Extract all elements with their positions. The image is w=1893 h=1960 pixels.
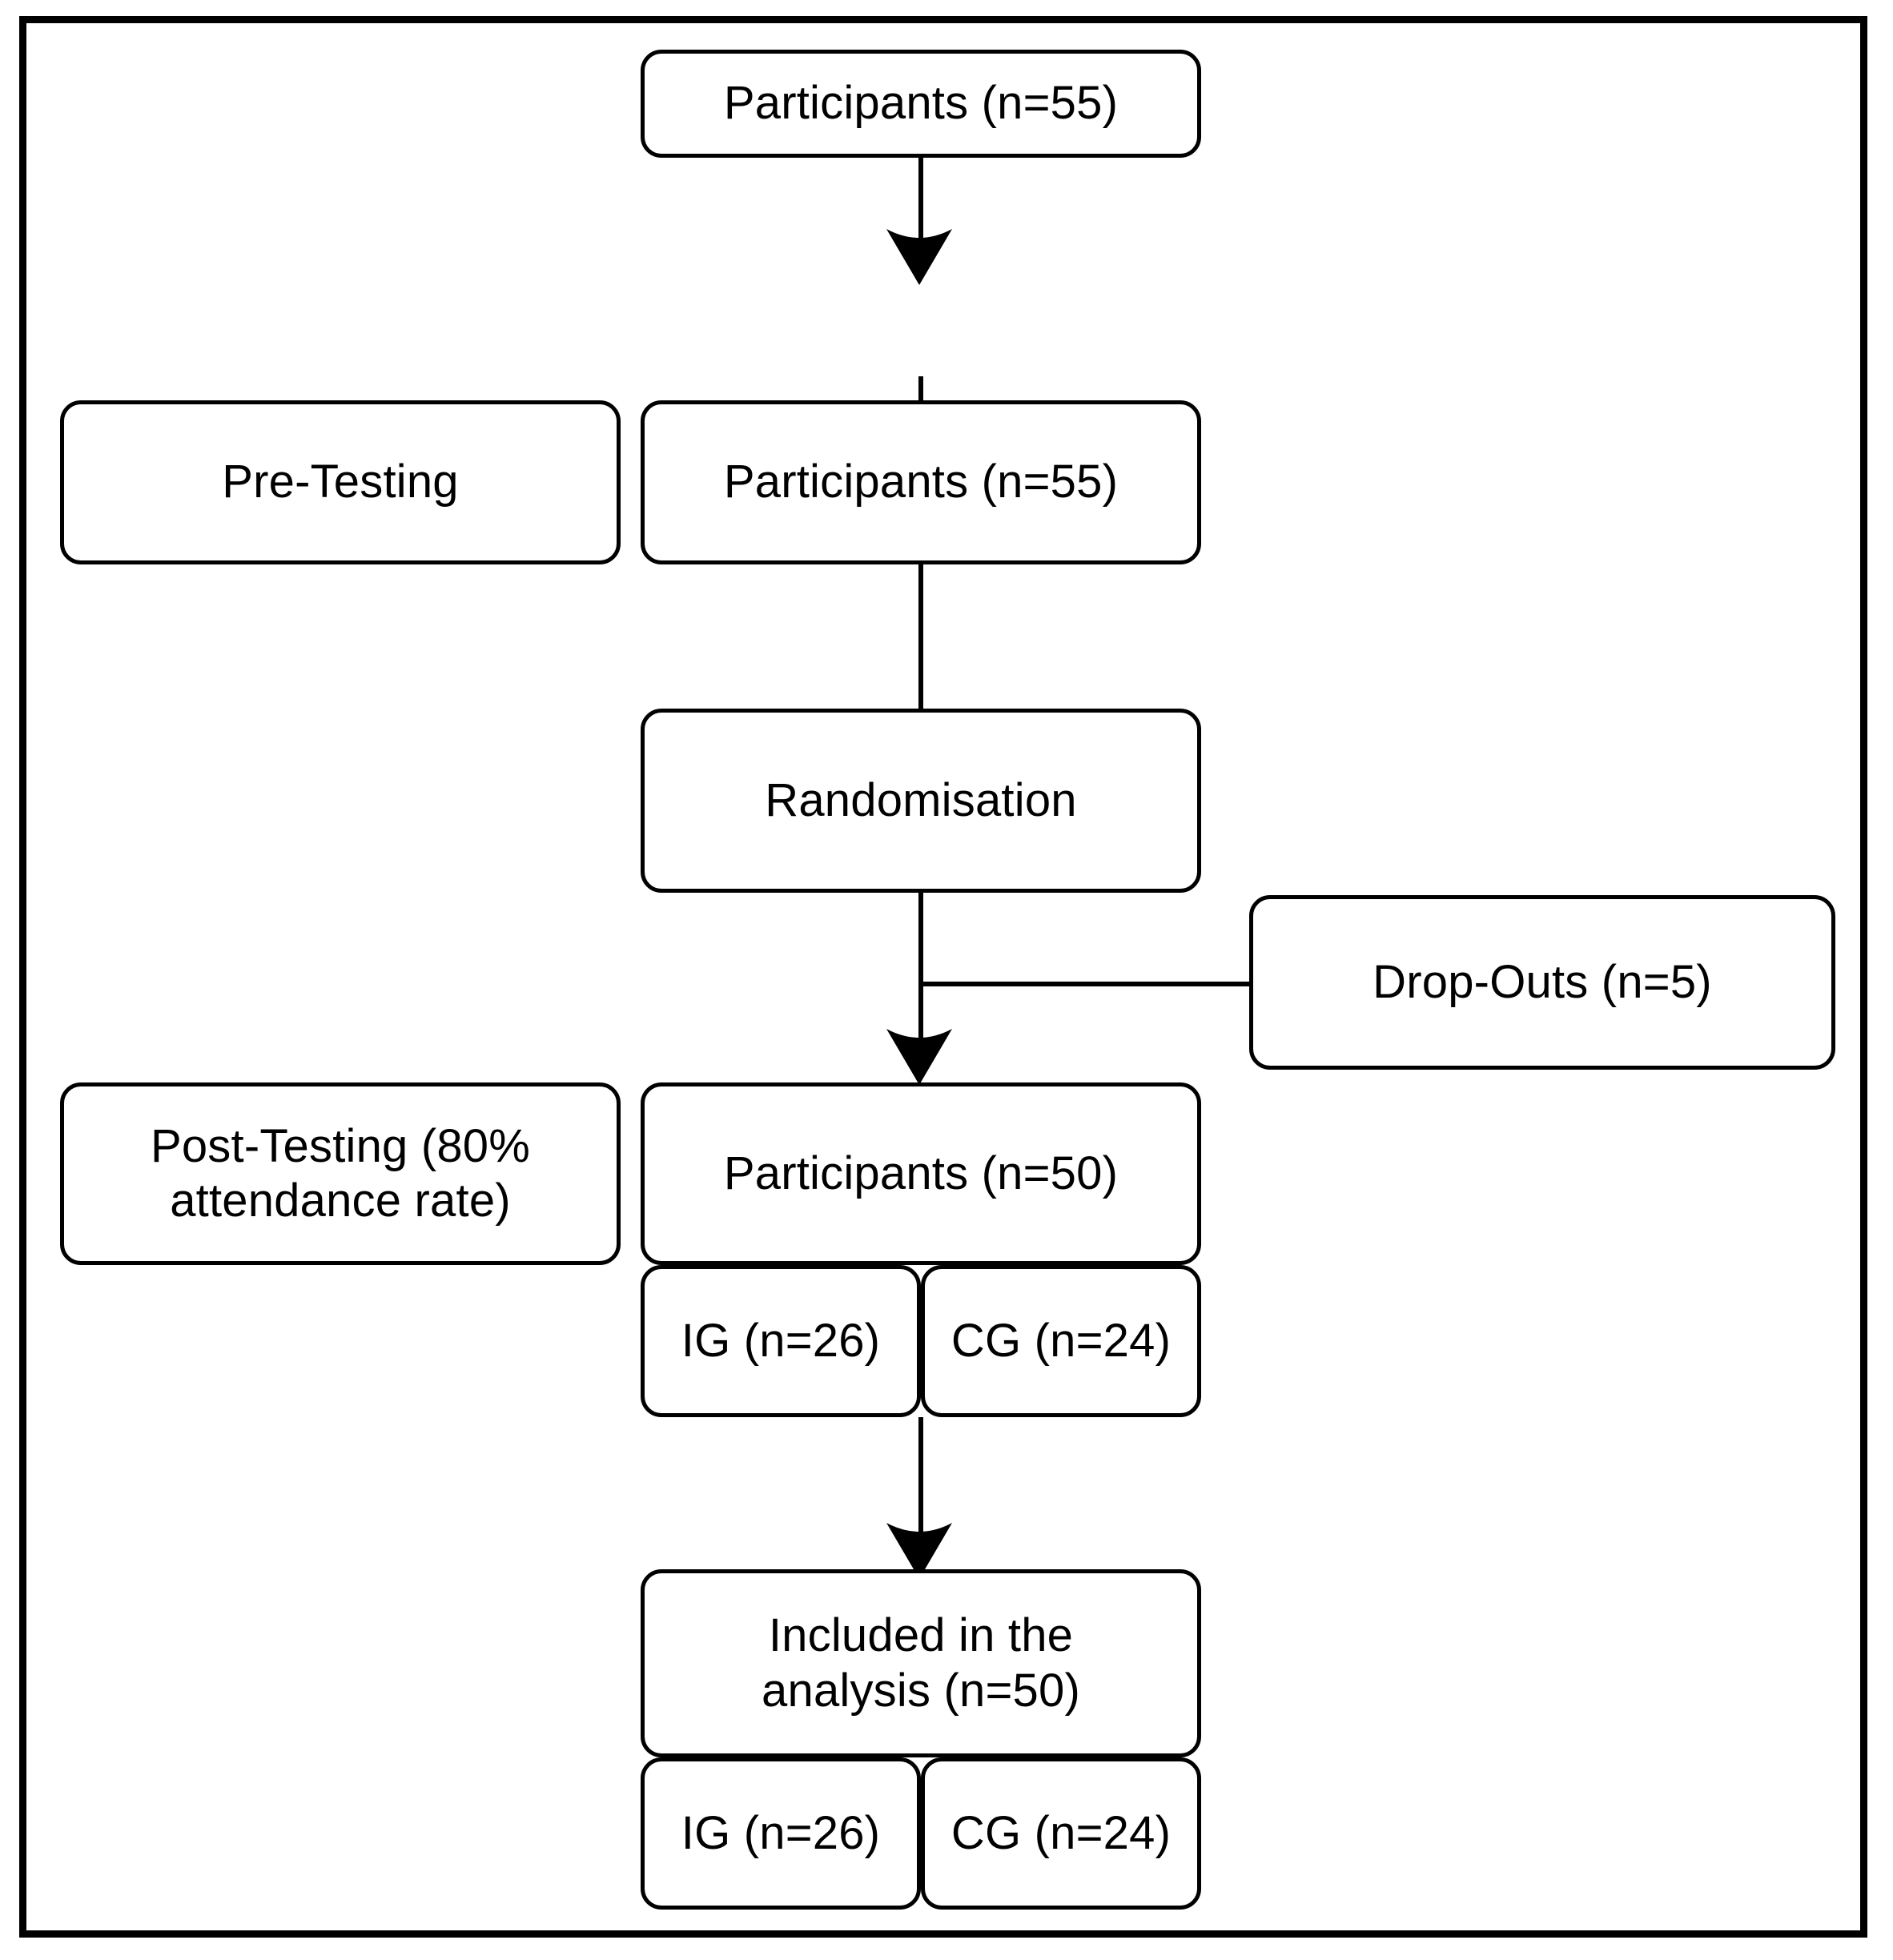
node-analysis-ig[interactable]: IG (n=26) xyxy=(641,1757,921,1910)
node-post-testing[interactable]: Post-Testing (80% attendance rate) xyxy=(60,1082,621,1265)
node-analysis-cg[interactable]: CG (n=24) xyxy=(921,1757,1201,1910)
node-randomisation-label: Randomisation xyxy=(765,773,1077,826)
node-participants-post-label: Participants (n=50) xyxy=(723,1147,1119,1199)
node-participants-enrolled[interactable]: Participants (n=55) xyxy=(641,50,1201,158)
node-analysis-ig-label: IG (n=26) xyxy=(681,1806,881,1859)
node-pre-testing-label: Pre-Testing xyxy=(222,456,459,508)
node-post-cg[interactable]: CG (n=24) xyxy=(921,1265,1201,1417)
node-included-analysis[interactable]: Included in the analysis (n=50) xyxy=(641,1569,1201,1757)
connector-groups-to-analysis xyxy=(918,1417,923,1569)
node-drop-outs[interactable]: Drop-Outs (n=5) xyxy=(1249,895,1835,1070)
node-drop-outs-label: Drop-Outs (n=5) xyxy=(1373,955,1712,1008)
node-participants-post[interactable]: Participants (n=50) xyxy=(641,1082,1201,1265)
node-post-testing-label: Post-Testing (80% attendance rate) xyxy=(150,1119,531,1227)
node-analysis-cg-label: CG (n=24) xyxy=(951,1806,1172,1859)
connector-enrolled-to-pre xyxy=(918,154,923,258)
node-post-ig[interactable]: IG (n=26) xyxy=(641,1265,921,1417)
node-post-ig-label: IG (n=26) xyxy=(681,1314,881,1367)
node-randomisation[interactable]: Randomisation xyxy=(641,709,1201,893)
node-post-cg-label: CG (n=24) xyxy=(951,1314,1172,1367)
node-participants-pre[interactable]: Participants (n=55) xyxy=(641,400,1201,564)
node-pre-testing[interactable]: Pre-Testing xyxy=(60,400,621,564)
node-participants-enrolled-label: Participants (n=55) xyxy=(723,77,1119,130)
connector-dropouts-to-path xyxy=(921,982,1251,986)
node-included-analysis-label: Included in the analysis (n=50) xyxy=(762,1609,1080,1717)
node-participants-pre-label: Participants (n=55) xyxy=(723,456,1119,508)
